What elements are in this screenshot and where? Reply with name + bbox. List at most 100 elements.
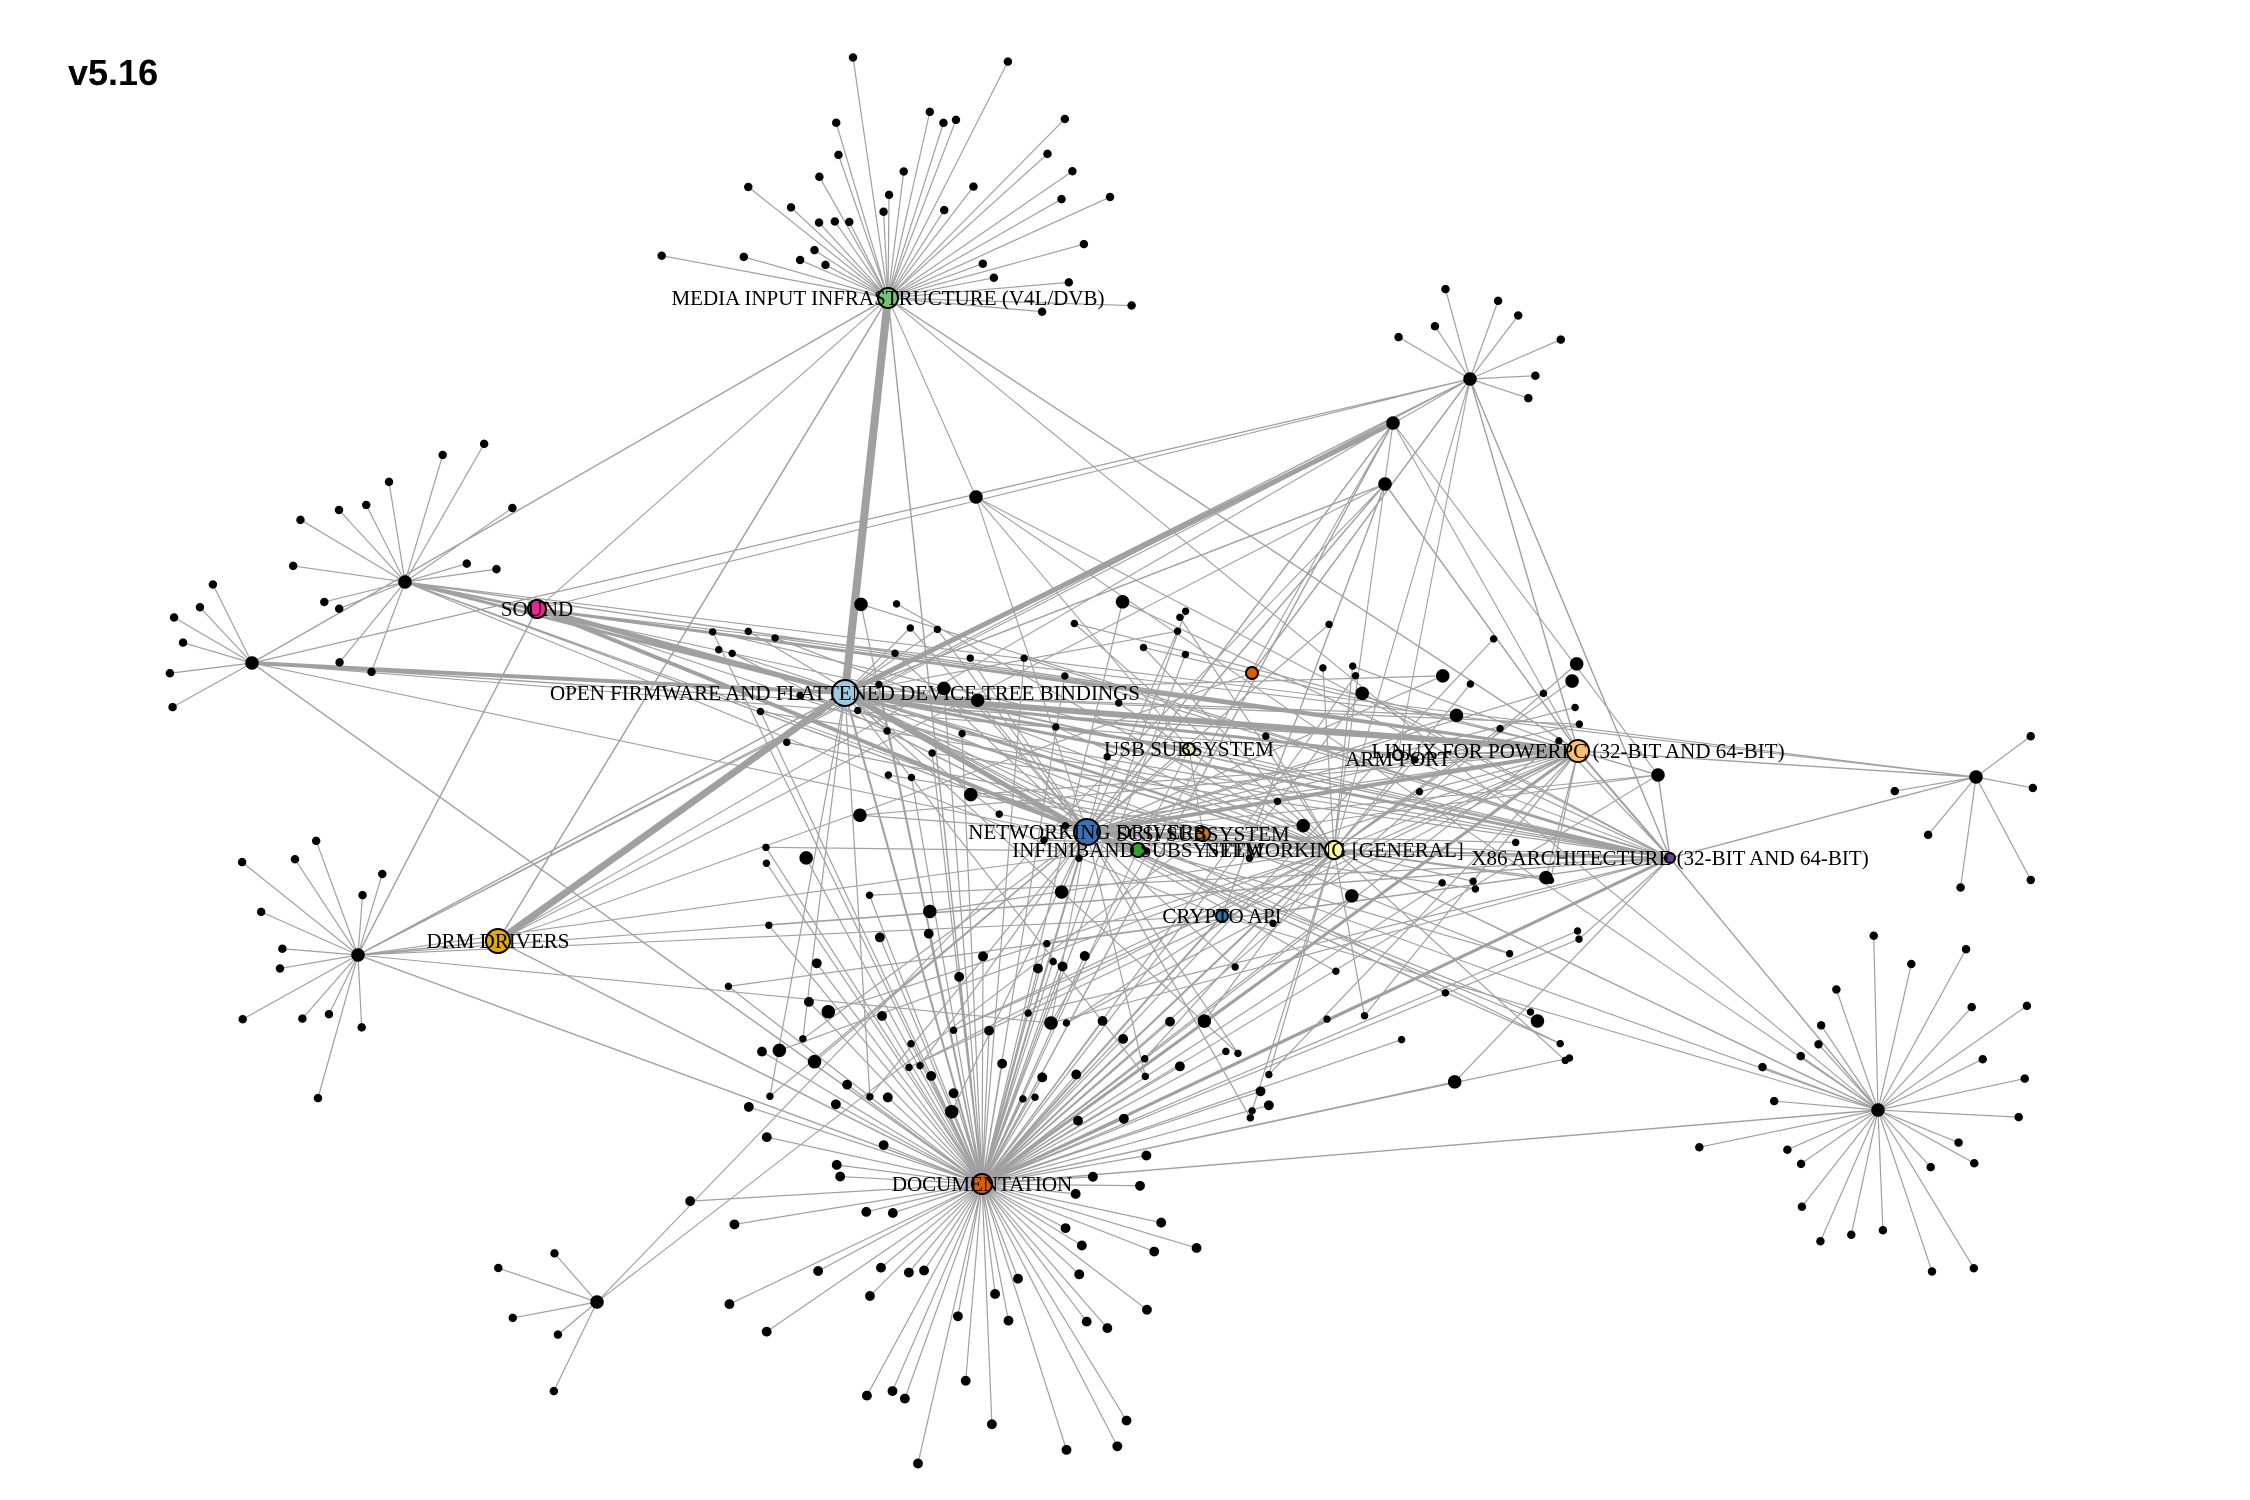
graph-edge bbox=[975, 496, 1671, 859]
graph-edge bbox=[1392, 422, 1579, 752]
leaf-node bbox=[1695, 1142, 1704, 1152]
leaf-node bbox=[1441, 284, 1450, 294]
graph-edge bbox=[825, 264, 889, 299]
graph-edge bbox=[1333, 750, 1579, 851]
subsystem-label-drm: DRM DRIVERS bbox=[427, 929, 570, 953]
leaf-node bbox=[969, 182, 978, 191]
graph-edge bbox=[887, 153, 1048, 299]
graph-edge bbox=[1221, 915, 1879, 1111]
graph-edge bbox=[844, 692, 1304, 827]
graph-edge bbox=[835, 1103, 983, 1185]
minor-node bbox=[1115, 699, 1123, 707]
leaf-node bbox=[1102, 1323, 1113, 1334]
graph-edge bbox=[868, 895, 983, 1185]
leaf-node bbox=[1079, 950, 1090, 961]
graph-edge bbox=[1179, 616, 1335, 851]
leaf-node bbox=[334, 505, 344, 515]
graph-edge bbox=[835, 122, 889, 299]
leaf-node bbox=[1105, 192, 1115, 202]
leaf-node bbox=[1064, 278, 1074, 287]
minor-node bbox=[1061, 822, 1070, 830]
minor-node bbox=[821, 1004, 836, 1019]
leaf-node bbox=[954, 971, 965, 982]
graph-edge bbox=[981, 930, 1578, 1185]
leaf-node bbox=[1068, 167, 1077, 176]
leaf-node bbox=[877, 1010, 887, 1021]
graph-edge bbox=[1975, 776, 2033, 789]
subsystem-node-usb bbox=[1182, 742, 1196, 756]
graph-edge bbox=[1050, 831, 1088, 1024]
graph-edge bbox=[1894, 776, 1977, 792]
leaf-node bbox=[2026, 875, 2036, 885]
graph-edge bbox=[1419, 750, 1579, 793]
graph-edge bbox=[1086, 831, 1337, 972]
leaf-node bbox=[685, 1196, 696, 1207]
leaf-node bbox=[1118, 1033, 1129, 1044]
minor-node bbox=[964, 787, 978, 802]
graph-edge bbox=[887, 297, 983, 1185]
graph-edge bbox=[981, 1183, 1162, 1224]
leaf-node bbox=[842, 1079, 853, 1090]
minor-node bbox=[1569, 657, 1584, 671]
minor-node bbox=[995, 810, 1003, 818]
minor-node bbox=[783, 738, 791, 747]
leaf-node bbox=[1956, 883, 1965, 892]
hub-node bbox=[1386, 416, 1400, 430]
leaf-node bbox=[358, 890, 367, 900]
leaf-node bbox=[845, 217, 854, 227]
hub-node bbox=[590, 1295, 604, 1309]
graph-edge bbox=[357, 873, 383, 956]
graph-edge bbox=[1086, 692, 1544, 833]
leaf-node bbox=[939, 118, 948, 128]
subsystem-node-netgen bbox=[1324, 840, 1344, 860]
minor-node bbox=[1043, 939, 1051, 948]
leaf-node bbox=[835, 1171, 846, 1182]
version-title: v5.16 bbox=[68, 52, 159, 93]
leaf-node bbox=[1869, 931, 1878, 941]
leaf-node bbox=[298, 1014, 307, 1023]
minor-node bbox=[1571, 703, 1579, 712]
graph-edge bbox=[357, 954, 363, 1028]
graph-edge bbox=[844, 691, 1671, 860]
graph-edge bbox=[1454, 857, 1671, 1083]
subsystem-node-scsi bbox=[1195, 826, 1211, 842]
leaf-node bbox=[848, 53, 858, 62]
graph-edge bbox=[212, 584, 253, 664]
graph-edge bbox=[769, 831, 1088, 1097]
leaf-node bbox=[1796, 1159, 1806, 1169]
minor-node bbox=[933, 625, 942, 634]
graph-edge bbox=[357, 378, 1471, 956]
graph-edge bbox=[936, 628, 1088, 833]
graph-edge bbox=[844, 692, 983, 1185]
graph-edge bbox=[910, 777, 983, 1185]
leaf-node bbox=[357, 1023, 366, 1032]
hub-node bbox=[1044, 1016, 1058, 1030]
graph-edge bbox=[1877, 1005, 2028, 1111]
leaf-node bbox=[479, 439, 489, 449]
subsystem-node-arm bbox=[1392, 749, 1404, 761]
graph-edge bbox=[1249, 849, 1335, 859]
leaf-node bbox=[1079, 239, 1089, 249]
subsystem-label-netdrv: NETWORKING DRIVERS bbox=[968, 820, 1205, 844]
graph-edge bbox=[981, 849, 1335, 1185]
hub-node bbox=[1463, 372, 1477, 386]
minor-node bbox=[765, 921, 773, 929]
leaf-node bbox=[1797, 1202, 1807, 1212]
leaf-node bbox=[899, 167, 908, 176]
minor-node bbox=[907, 773, 916, 782]
graph-edge bbox=[404, 581, 1977, 778]
graph-edge bbox=[774, 637, 1335, 851]
graph-edge bbox=[260, 911, 359, 956]
minor-node bbox=[854, 597, 868, 612]
graph-edge bbox=[981, 1183, 1076, 1195]
graph-edge bbox=[1657, 774, 1671, 859]
graph-edge bbox=[887, 297, 1043, 313]
leaf-node bbox=[821, 260, 830, 270]
minor-node bbox=[799, 1035, 807, 1043]
minor-node bbox=[906, 624, 915, 632]
leaf-node bbox=[195, 603, 205, 612]
graph-edge bbox=[887, 122, 945, 299]
graph-edge bbox=[404, 563, 467, 583]
graph-edge bbox=[981, 1183, 1197, 1249]
graph-edge bbox=[844, 630, 1178, 694]
